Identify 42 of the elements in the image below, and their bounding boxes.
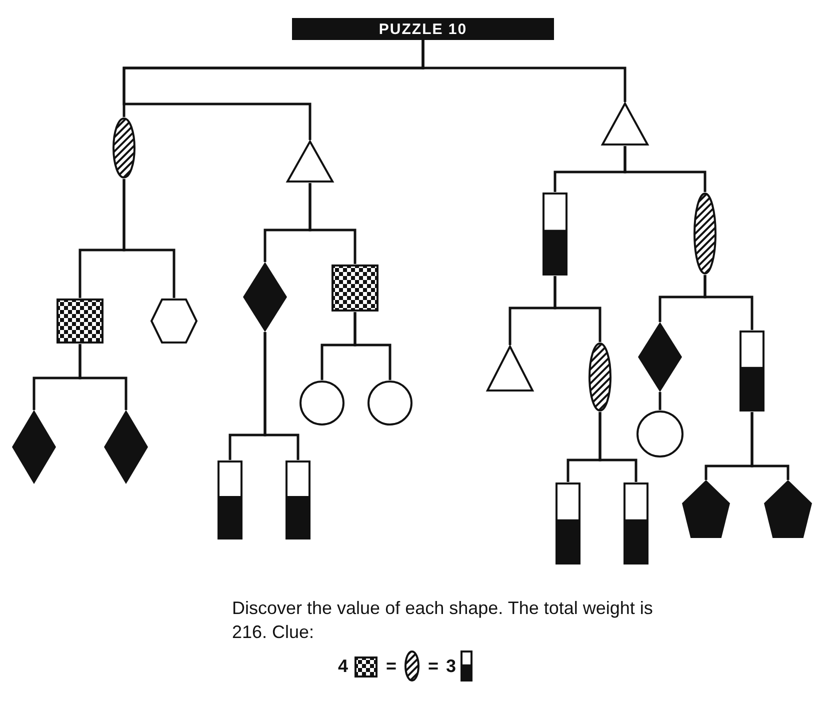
- hanging-line: [750, 412, 790, 480]
- circle-weight: [636, 410, 684, 458]
- checkered-square: [56, 298, 104, 344]
- hanging-line: [554, 276, 602, 342]
- triangle-weight: [286, 140, 334, 183]
- half-filled-bar: [285, 460, 311, 540]
- hatched-ellipse: [112, 117, 136, 179]
- hanging-line: [354, 312, 392, 380]
- number: 4: [338, 655, 348, 678]
- pentagon-weight: [764, 480, 812, 538]
- half-filled-bar: [217, 460, 243, 540]
- puzzle-instructions: Discover the value of each shape. The total weight is 216. Clue:: [232, 597, 654, 644]
- equals-sign: =: [386, 655, 397, 678]
- number: 3: [446, 655, 456, 678]
- diamond-weight: [243, 262, 287, 332]
- hanging-line: [264, 332, 300, 460]
- diamond-weight: [104, 410, 148, 484]
- hanging-line: [658, 392, 662, 410]
- half-filled-bar: [542, 192, 568, 276]
- half-filled-bar: [623, 482, 649, 565]
- circle-weight: [299, 380, 345, 426]
- hanging-line: [624, 146, 706, 192]
- checkered-square: [331, 264, 379, 312]
- circle-weight: [367, 380, 413, 426]
- hanging-line: [422, 40, 626, 102]
- triangle-weight: [486, 345, 534, 392]
- hatched-ellipse: [693, 192, 717, 275]
- hexagon-weight: [150, 298, 198, 344]
- hanging-line: [308, 183, 356, 264]
- half-filled-bar: [555, 482, 581, 565]
- equals-sign: =: [428, 655, 439, 678]
- hanging-line: [598, 412, 638, 482]
- hatched-ellipse: [588, 342, 612, 412]
- hanging-line: [122, 179, 176, 298]
- triangle-weight: [601, 102, 649, 146]
- diamond-weight: [12, 410, 56, 484]
- hanging-line: [704, 275, 754, 330]
- diamond-weight: [638, 322, 682, 392]
- half-filled-bar: [739, 330, 765, 412]
- hanging-line: [78, 344, 128, 410]
- title-banner: PUZZLE 10: [292, 18, 554, 40]
- pentagon-weight: [682, 480, 730, 538]
